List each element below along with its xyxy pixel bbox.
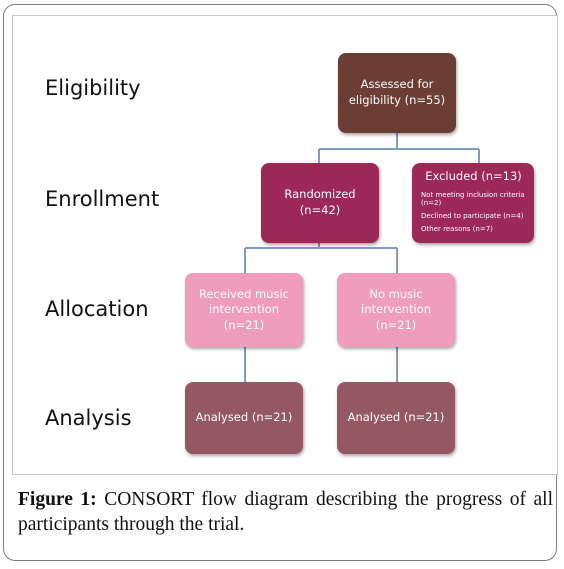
randomized-line2: (n=42) <box>299 203 341 217</box>
no-music-line2: intervention <box>361 302 431 317</box>
assessed-line2: eligibility (n=55) <box>348 93 446 107</box>
no-music-intervention-box: No music intervention (n=21) <box>337 273 455 347</box>
music-line2: intervention <box>209 302 279 317</box>
figure-caption: Figure 1: CONSORT flow diagram describin… <box>18 487 553 537</box>
analysed-no-music-box: Analysed (n=21) <box>337 382 455 454</box>
music-line3: (n=21) <box>223 317 265 332</box>
excluded-box: Excluded (n=13) Not meeting inclusion cr… <box>412 163 534 243</box>
no-music-line1: No music <box>369 286 423 301</box>
analysed-music-box: Analysed (n=21) <box>185 382 303 454</box>
figure-frame: Eligibility Enrollment Allocation Analys… <box>3 4 558 561</box>
stage-label-enrollment: Enrollment <box>45 187 160 211</box>
excluded-title: Excluded (n=13) <box>425 169 522 183</box>
randomized-line1: Randomized <box>284 187 356 202</box>
excluded-item: Declined to participate (n=4) <box>421 212 524 221</box>
stage-label-eligibility: Eligibility <box>45 76 141 100</box>
consort-diagram: Eligibility Enrollment Allocation Analys… <box>12 15 558 475</box>
figure-caption-text: CONSORT flow diagram describing the prog… <box>18 489 553 535</box>
connector-lines <box>244 133 480 382</box>
randomized-box: Randomized (n=42) <box>261 163 379 243</box>
figure-label: Figure 1: <box>18 489 97 510</box>
music-line1: Received music <box>199 286 289 301</box>
excluded-item: Other reasons (n=7) <box>421 224 493 233</box>
music-intervention-box: Received music intervention (n=21) <box>185 273 303 347</box>
assessed-line1: Assessed for <box>360 77 434 92</box>
assessed-box: Assessed for eligibility (n=55) <box>338 53 456 133</box>
analysed-no-music-label: Analysed (n=21) <box>347 410 445 425</box>
stage-label-analysis: Analysis <box>45 406 132 430</box>
excluded-item: Not meeting inclusion criteria (n=2) <box>421 190 525 208</box>
analysed-music-label: Analysed (n=21) <box>195 410 293 425</box>
stage-label-allocation: Allocation <box>45 297 149 321</box>
no-music-line3: (n=21) <box>375 317 417 332</box>
